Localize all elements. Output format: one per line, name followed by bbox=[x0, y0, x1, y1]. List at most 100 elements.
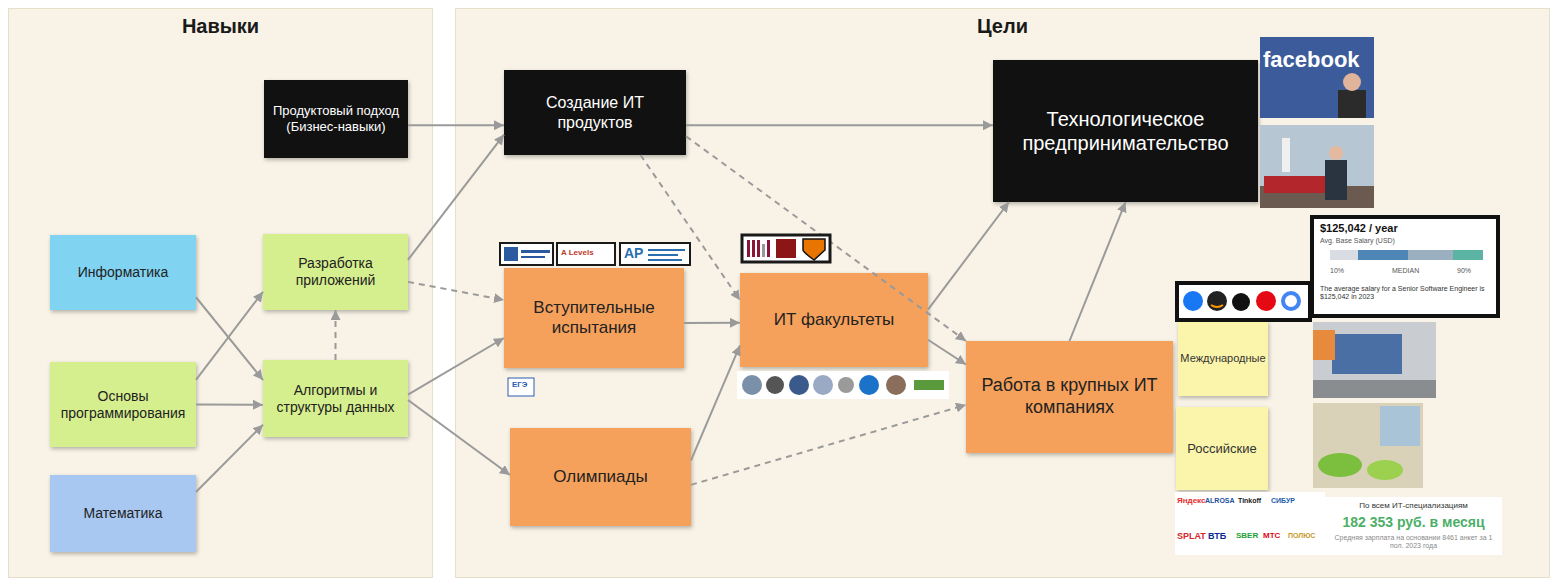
university-logo bbox=[767, 240, 770, 257]
arrow bbox=[196, 425, 263, 492]
university-logo bbox=[747, 240, 750, 257]
salary-text: Средняя зарплата на основании 8461 анкет… bbox=[1328, 534, 1499, 550]
company-logo bbox=[1283, 293, 1299, 309]
exam-logo-mark bbox=[504, 247, 518, 261]
skill-box: Алгоритмы и структуры данных bbox=[263, 360, 408, 437]
logo-text: AP bbox=[624, 246, 643, 261]
arrow bbox=[408, 124, 504, 126]
business-box: Продуктовый подход (Бизнес-навыки) bbox=[264, 80, 408, 158]
sticky-note: Российские bbox=[1176, 407, 1268, 490]
university-logo bbox=[742, 375, 762, 395]
arrow bbox=[408, 400, 510, 475]
photo-rocket bbox=[1282, 138, 1290, 172]
arrow bbox=[408, 135, 504, 260]
salary-card: $125,042 / yearAvg. Base Salary (USD)10%… bbox=[1310, 215, 1500, 318]
box-text: Российские bbox=[1187, 441, 1257, 457]
company-logo bbox=[1183, 291, 1203, 311]
goal-box: Олимпиады bbox=[510, 428, 691, 526]
exam-logo-mark bbox=[648, 249, 685, 251]
salary-text: По всем ИТ-специализациям bbox=[1325, 501, 1502, 510]
arrow bbox=[928, 202, 1009, 310]
logo-text: Яндекс bbox=[1177, 497, 1205, 506]
university-logo bbox=[752, 240, 755, 257]
sticky-note: Международные bbox=[1178, 321, 1268, 396]
exam-logo-mark bbox=[521, 250, 550, 253]
box-text: Алгоритмы и структуры данных bbox=[269, 382, 402, 416]
photo-seat bbox=[1318, 453, 1362, 477]
box-text: Информатика bbox=[78, 264, 168, 281]
arrow bbox=[408, 338, 504, 395]
arrow bbox=[928, 340, 966, 365]
photo-ground bbox=[1260, 186, 1374, 208]
arrow bbox=[691, 345, 740, 460]
box-text: Продуктовый подход (Бизнес-навыки) bbox=[270, 103, 402, 134]
company-logo bbox=[1256, 291, 1276, 311]
company-logo bbox=[1232, 293, 1250, 311]
logo-text: ПОЛЮС bbox=[1288, 532, 1315, 540]
arrow bbox=[686, 124, 993, 126]
skill-box: Математика bbox=[50, 475, 196, 552]
exam-logo bbox=[500, 243, 553, 265]
university-logo bbox=[813, 375, 833, 395]
salary-text: 182 353 руб. в месяц bbox=[1325, 514, 1502, 530]
photo-person bbox=[1343, 73, 1361, 91]
box-text: Разработка приложений bbox=[269, 255, 402, 289]
box-text: Олимпиады bbox=[553, 467, 647, 487]
box-text: Работа в крупных ИТ компаниях bbox=[972, 375, 1167, 418]
arrow bbox=[196, 297, 263, 380]
photo-person bbox=[1329, 146, 1343, 160]
logo-text: ALROSA bbox=[1205, 497, 1235, 505]
box-text: Основы программирования bbox=[56, 388, 190, 422]
logo-text: Tinkoff bbox=[1238, 497, 1261, 505]
university-logos bbox=[737, 371, 949, 399]
goal-box: Вступительные испытания bbox=[504, 268, 684, 368]
exam-logo bbox=[557, 243, 615, 265]
box-text: Технологическое предпринимательство bbox=[999, 107, 1252, 155]
company-logos bbox=[1179, 285, 1308, 318]
panel: ЦелиСоздание ИТ продуктов Технологическое… bbox=[455, 8, 1550, 578]
logo-text: A Levels bbox=[561, 249, 594, 258]
box-text: Вступительные испытания bbox=[510, 298, 678, 339]
company-logos bbox=[1175, 281, 1312, 322]
dashed-arrow bbox=[335, 310, 337, 360]
university-logo bbox=[757, 240, 760, 257]
university-logo bbox=[789, 375, 809, 395]
university-logos bbox=[742, 235, 830, 262]
photo bbox=[1260, 125, 1374, 208]
goal-box: Создание ИТ продуктов bbox=[504, 70, 686, 155]
exam-logo-mark bbox=[521, 256, 545, 258]
university-logo bbox=[766, 376, 784, 394]
company-logo bbox=[1207, 291, 1227, 311]
university-logo bbox=[803, 239, 825, 260]
skill-box: Информатика bbox=[50, 235, 196, 310]
dashed-arrow bbox=[691, 405, 966, 485]
salary-bar bbox=[1330, 250, 1358, 260]
university-logo bbox=[859, 375, 879, 395]
photo-floor bbox=[1313, 380, 1436, 398]
box-text: ИТ факультеты bbox=[774, 310, 894, 330]
photo bbox=[1313, 403, 1423, 488]
photo-person bbox=[1325, 160, 1347, 200]
company-logo bbox=[1211, 305, 1223, 307]
photo-wall bbox=[1332, 334, 1402, 374]
box-text: Математика bbox=[84, 505, 163, 522]
arrow bbox=[196, 404, 263, 406]
dashed-arrow bbox=[641, 155, 741, 300]
salary-bar bbox=[1408, 250, 1453, 260]
panel-heading: Цели bbox=[977, 14, 1028, 38]
company-logos bbox=[1175, 492, 1325, 555]
logo-text: facebook bbox=[1263, 48, 1360, 72]
university-logo bbox=[762, 244, 765, 257]
salary-text: 90% bbox=[1457, 267, 1487, 275]
exam-logo-mark bbox=[648, 254, 678, 256]
photo-wall bbox=[1313, 330, 1335, 360]
skill-box: Разработка приложений bbox=[263, 234, 408, 310]
skill-box: Основы программирования bbox=[50, 362, 196, 447]
logo-text: ВТБ bbox=[1208, 532, 1226, 542]
logo-text: ЕГЭ bbox=[512, 381, 528, 390]
logo-text: SPLAT bbox=[1177, 532, 1206, 542]
arrow bbox=[684, 322, 740, 324]
panel-heading: Навыки bbox=[182, 14, 259, 38]
salary-bar bbox=[1453, 250, 1483, 260]
goal-box: ИТ факультеты bbox=[740, 273, 928, 367]
